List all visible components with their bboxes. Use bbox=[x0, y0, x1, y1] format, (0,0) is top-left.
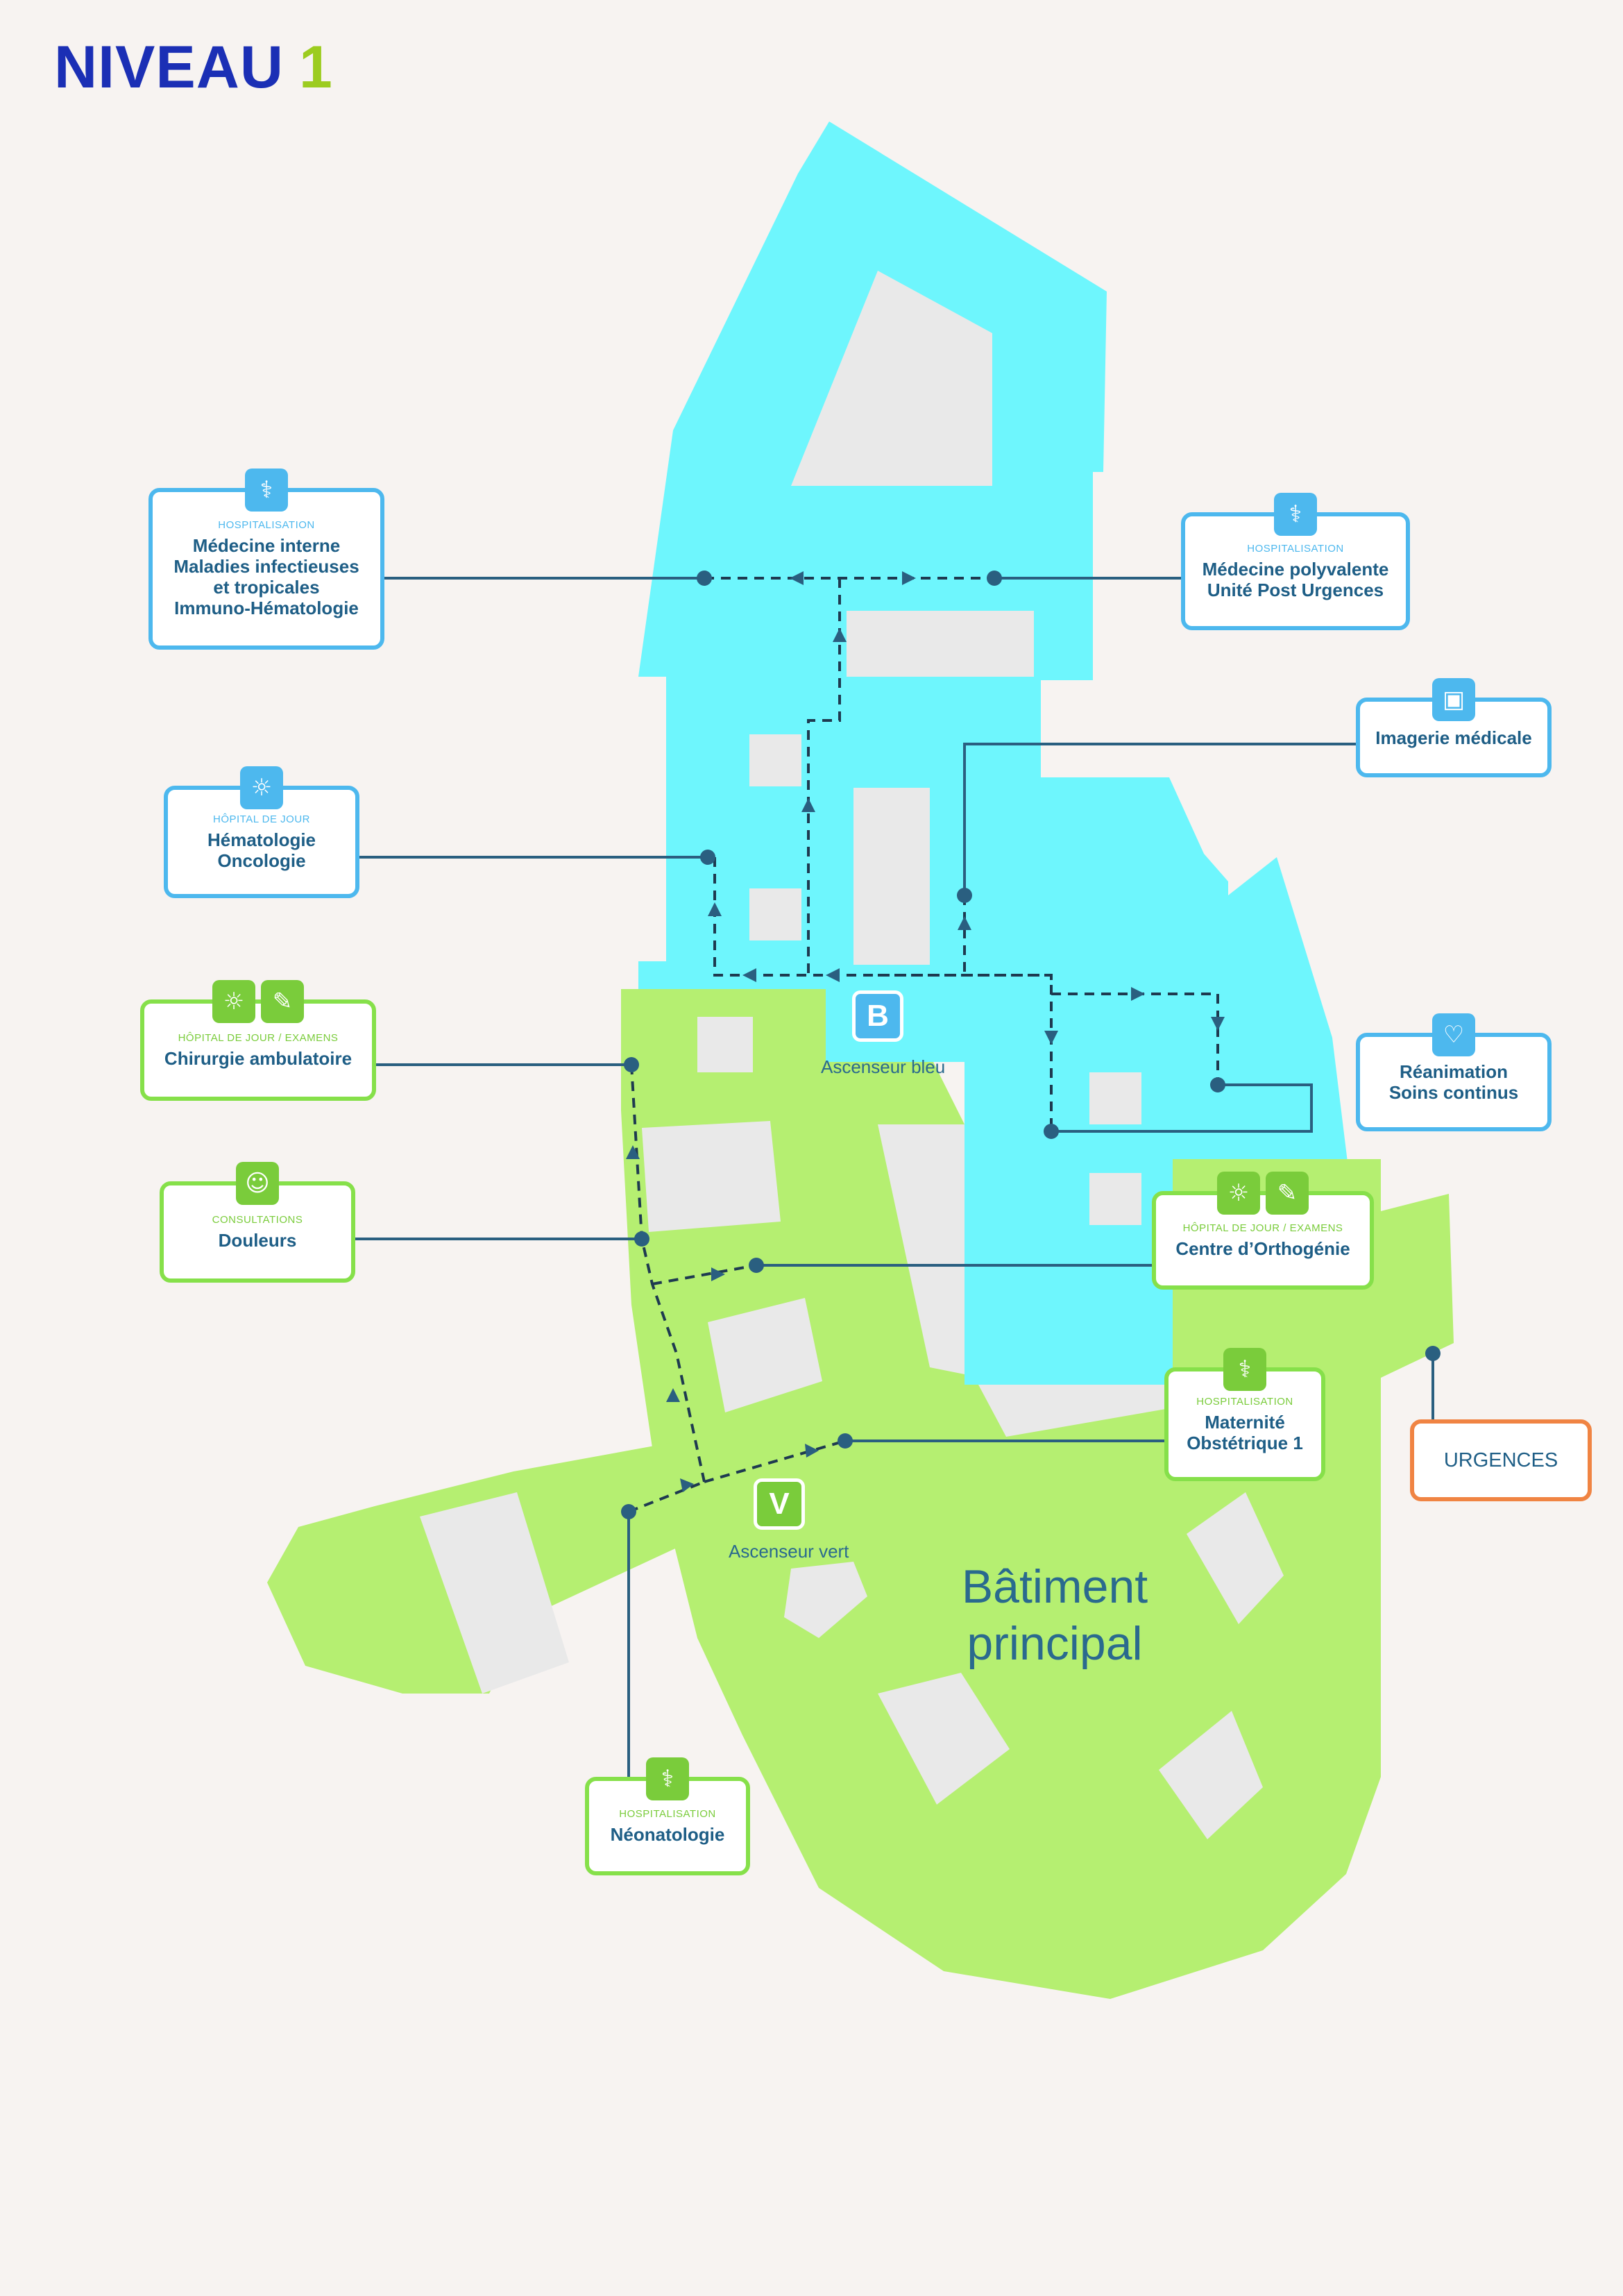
service-name: Chirurgie ambulatoire bbox=[164, 1047, 352, 1069]
elevator-blue-label: Ascenseur bleu bbox=[821, 1056, 946, 1077]
building-label: Bâtiment principal bbox=[961, 1560, 1148, 1670]
route-arrows bbox=[626, 571, 1225, 1492]
service-imagerie-medicale[interactable]: ▣ Imagerie médicale bbox=[1356, 678, 1552, 777]
service-medecine-interne[interactable]: ⚕ HOSPITALISATION Médecine interne Malad… bbox=[148, 469, 384, 650]
service-category: HÔPITAL DE JOUR / EXAMENS bbox=[178, 1031, 339, 1044]
elevator-blue-marker[interactable]: B bbox=[852, 990, 903, 1042]
service-name: Néonatologie bbox=[610, 1823, 725, 1845]
service-category: HÔPITAL DE JOUR bbox=[212, 813, 311, 825]
bed-icon: ⚕ bbox=[245, 469, 288, 512]
service-reanimation[interactable]: ♡ Réanimation Soins continus bbox=[1356, 1013, 1552, 1131]
service-name: Centre d’Orthogénie bbox=[1175, 1238, 1350, 1259]
endpoint-dots bbox=[621, 571, 1441, 1519]
rooms bbox=[420, 271, 1284, 1839]
day-hospital-icon: ☼ bbox=[240, 766, 283, 809]
elevator-green-label: Ascenseur vert bbox=[729, 1541, 849, 1562]
bed-icon: ⚕ bbox=[1223, 1348, 1266, 1391]
service-maternite[interactable]: ⚕ HOSPITALISATION Maternité Obstétrique … bbox=[1164, 1348, 1325, 1481]
service-name: Imagerie médicale bbox=[1375, 727, 1532, 748]
service-category: HOSPITALISATION bbox=[1196, 1395, 1293, 1408]
connector-lines bbox=[355, 577, 1434, 1780]
service-category: HÔPITAL DE JOUR / EXAMENS bbox=[1182, 1222, 1343, 1234]
elevator-green-marker[interactable]: V bbox=[754, 1478, 805, 1530]
service-douleurs[interactable]: ☺ CONSULTATIONS Douleurs bbox=[160, 1162, 355, 1283]
service-category: HOSPITALISATION bbox=[1247, 542, 1344, 555]
service-name: Maternité Obstétrique 1 bbox=[1187, 1411, 1303, 1453]
scanner-icon: ▣ bbox=[1432, 678, 1475, 721]
service-name: URGENCES bbox=[1443, 1449, 1558, 1471]
syringe-icon: ✎ bbox=[261, 980, 304, 1023]
service-centre-orthogenie[interactable]: ☼ ✎ HÔPITAL DE JOUR / EXAMENS Centre d’O… bbox=[1152, 1172, 1374, 1290]
doctor-icon: ☺ bbox=[236, 1162, 279, 1205]
service-category: CONSULTATIONS bbox=[212, 1213, 303, 1226]
service-name: Réanimation Soins continus bbox=[1388, 1061, 1519, 1103]
day-hospital-icon: ☼ bbox=[1217, 1172, 1260, 1215]
level-label: NIVEAU bbox=[54, 34, 284, 101]
service-name: Médecine polyvalente Unité Post Urgences bbox=[1202, 558, 1389, 600]
bed-icon: ⚕ bbox=[1274, 493, 1317, 536]
service-category: HOSPITALISATION bbox=[619, 1807, 716, 1820]
service-name: Hématologie Oncologie bbox=[207, 829, 316, 871]
service-hematologie-oncologie[interactable]: ☼ HÔPITAL DE JOUR Hématologie Oncologie bbox=[164, 766, 359, 898]
level-number: 1 bbox=[298, 34, 333, 101]
service-medecine-polyvalente[interactable]: ⚕ HOSPITALISATION Médecine polyvalente U… bbox=[1181, 493, 1410, 630]
syringe-icon: ✎ bbox=[1266, 1172, 1309, 1215]
day-hospital-icon: ☼ bbox=[212, 980, 255, 1023]
service-name: Médecine interne Maladies infectieuses e… bbox=[173, 535, 359, 618]
heartbeat-icon: ♡ bbox=[1432, 1013, 1475, 1056]
service-chirurgie-ambulatoire[interactable]: ☼ ✎ HÔPITAL DE JOUR / EXAMENS Chirurgie … bbox=[140, 980, 376, 1101]
service-name: Douleurs bbox=[218, 1229, 297, 1251]
bed-icon: ⚕ bbox=[646, 1757, 689, 1800]
service-urgences[interactable]: URGENCES bbox=[1410, 1419, 1592, 1501]
service-neonatologie[interactable]: ⚕ HOSPITALISATION Néonatologie bbox=[585, 1757, 750, 1875]
service-category: HOSPITALISATION bbox=[218, 519, 315, 531]
